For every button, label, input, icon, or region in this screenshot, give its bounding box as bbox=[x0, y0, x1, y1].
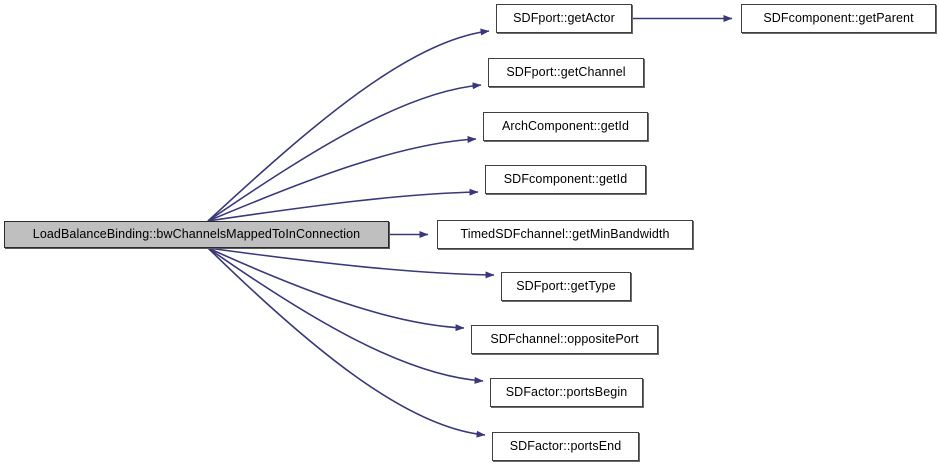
node-timedsdfchannel-getminbandwidth[interactable]: TimedSDFchannel::getMinBandwidth bbox=[437, 220, 693, 249]
node-label: LoadBalanceBinding::bwChannelsMappedToIn… bbox=[32, 227, 361, 242]
node-label: SDFcomponent::getParent bbox=[763, 11, 914, 26]
node-archcomponent-getid[interactable]: ArchComponent::getId bbox=[483, 112, 648, 141]
edge-root-to-portsend bbox=[207, 247, 486, 438]
node-label: SDFactor::portsEnd bbox=[509, 439, 622, 454]
node-label: SDFport::getChannel bbox=[506, 65, 626, 80]
node-sdfport-gettype[interactable]: SDFport::getType bbox=[501, 272, 631, 301]
edge-root-to-gettype bbox=[207, 247, 495, 279]
node-label: SDFactor::portsBegin bbox=[505, 385, 628, 400]
edge-root-to-portsbegin bbox=[207, 247, 484, 384]
node-sdfcomponent-getid[interactable]: SDFcomponent::getId bbox=[485, 165, 646, 194]
node-label: TimedSDFchannel::getMinBandwidth bbox=[460, 227, 670, 242]
edge-root-to-archcomponent-getid bbox=[207, 135, 477, 222]
node-sdfport-getchannel[interactable]: SDFport::getChannel bbox=[488, 58, 644, 87]
node-label: SDFport::getType bbox=[516, 279, 616, 294]
node-sdfchannel-oppositeport[interactable]: SDFchannel::oppositePort bbox=[471, 325, 658, 354]
node-label: SDFchannel::oppositePort bbox=[490, 332, 639, 347]
node-label: SDFcomponent::getId bbox=[503, 172, 628, 187]
node-sdfcomponent-getparent[interactable]: SDFcomponent::getParent bbox=[741, 4, 936, 33]
edge-root-to-getactor bbox=[207, 28, 490, 222]
node-sdfport-getactor[interactable]: SDFport::getActor bbox=[496, 4, 632, 33]
node-loadbalancebinding-bwchannelsmappedtoinconnection[interactable]: LoadBalanceBinding::bwChannelsMappedToIn… bbox=[4, 221, 389, 248]
edge-root-to-getchannel bbox=[207, 82, 482, 222]
node-label: SDFport::getActor bbox=[513, 11, 615, 26]
node-sdfactor-portsbegin[interactable]: SDFactor::portsBegin bbox=[490, 378, 643, 407]
node-label: ArchComponent::getId bbox=[501, 119, 630, 134]
edge-root-to-sdfcomponent-getid bbox=[207, 188, 479, 222]
node-sdfactor-portsend[interactable]: SDFactor::portsEnd bbox=[492, 432, 639, 461]
edge-root-to-oppositeport bbox=[207, 247, 465, 332]
